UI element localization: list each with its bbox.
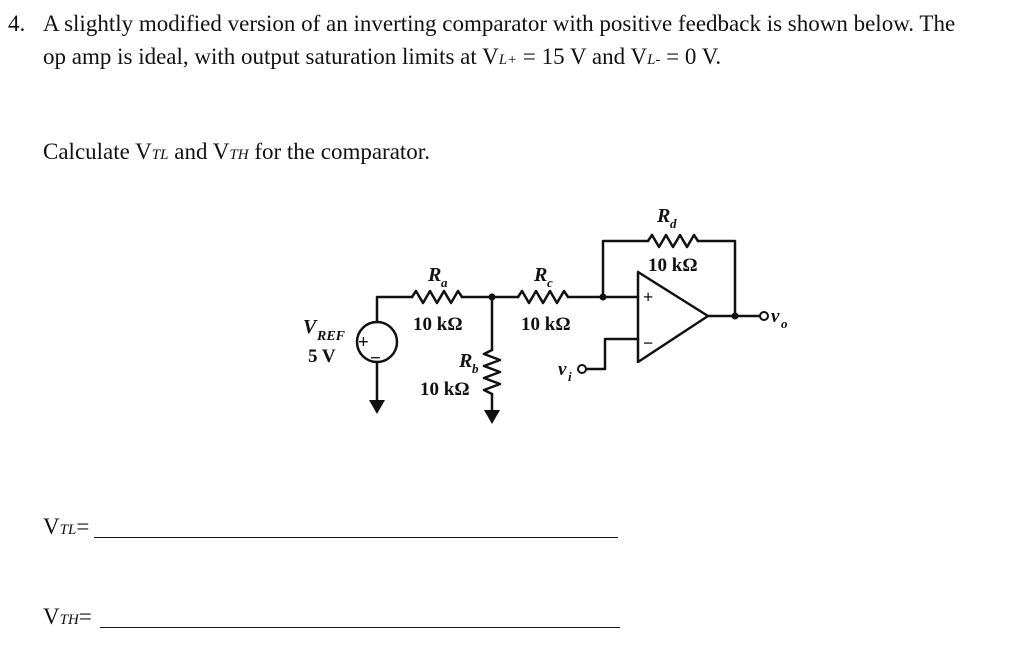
rb-label: R [458,350,472,372]
ra-value: 10 kΩ [413,314,463,335]
vi-terminal [577,364,587,374]
opamp-triangle [636,270,710,364]
question-number: 4. [8,11,26,36]
vtl-answer-blank[interactable] [94,537,618,538]
question-line-1: A slightly modified version of an invert… [43,11,956,36]
ra-subscript: a [441,275,448,290]
vref-label: V [303,316,318,338]
rd-label: R [656,205,670,227]
resistor-ra-symbol [410,289,464,305]
resistor-rb-symbol [482,348,502,396]
wire-vi-minus [584,337,640,371]
vo-label: v [771,306,780,327]
vi-label: v [558,359,567,380]
vref-plus-sign: + [358,332,369,353]
wire-feedback-right [696,239,737,318]
rd-subscript: d [670,216,677,231]
vref-minus-sign: − [370,348,381,369]
vi-subscript: i [568,369,572,384]
question-line-2: op amp is ideal, with output saturation … [43,44,722,69]
ra-label: R [427,264,441,286]
resistor-rd-symbol [646,233,700,249]
rd-value: 10 kΩ [648,255,698,276]
vref-subscript: REF [316,329,346,344]
rc-subscript: c [547,275,553,290]
opamp-plus-sign: + [643,287,653,307]
resistor-rc-symbol [516,289,570,305]
vref-value: 5 V [308,346,336,367]
rb-subscript: b [472,361,479,376]
node-output-feedback [731,312,739,320]
vo-terminal [759,311,769,321]
instruction-text: Calculate VTL and VTH for the comparator… [43,139,430,164]
vth-answer-blank[interactable] [100,627,620,628]
rc-label: R [533,264,547,286]
rc-value: 10 kΩ [521,314,571,335]
ground-arrow-rb [484,410,500,424]
rb-value: 10 kΩ [420,379,470,400]
wire-feedback-left [601,239,650,299]
vo-subscript: o [781,316,788,331]
vtl-answer-label: VTL= [43,514,90,539]
opamp-minus-sign: − [643,333,653,353]
vth-answer-label: VTH= [43,604,92,629]
node-plus-feedback [599,293,607,301]
node-ra-rc [488,293,496,301]
ground-arrow-vref [369,400,385,414]
wire-vref-top [375,295,414,324]
